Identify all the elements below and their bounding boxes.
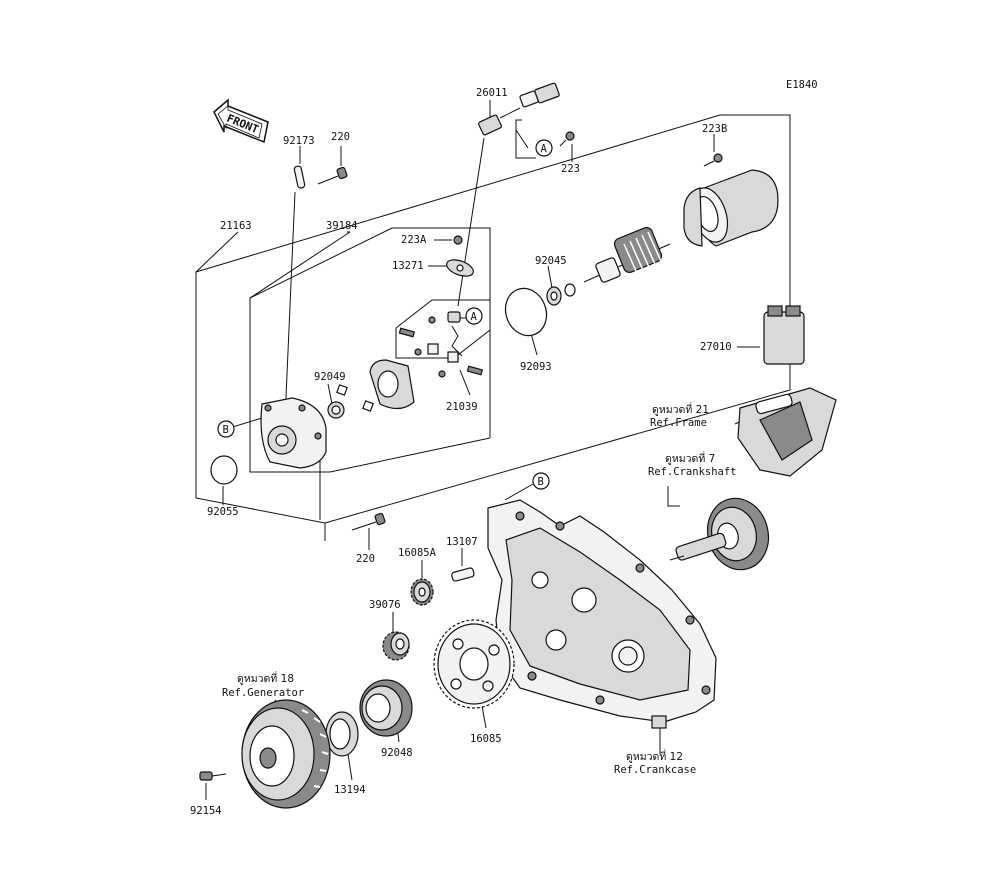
bolt-92154-part: [199, 771, 227, 781]
part-label-16085a: 16085A: [398, 547, 437, 559]
sensor-connector-part: [478, 82, 560, 136]
part-label-16085: 16085: [470, 733, 502, 745]
reference-generator-thai: ดูหมวดที่ 18: [237, 671, 294, 685]
part-labels: 26011 223 223B 92173 220 21163 39184 223…: [190, 87, 732, 817]
starter-motor-yoke-part: [683, 169, 779, 247]
bolt-220-upper-part: [317, 166, 348, 185]
reference-crankcase-label: Ref.Crankcase: [614, 764, 696, 776]
part-label-39076: 39076: [369, 599, 401, 611]
part-label-220-top: 220: [331, 131, 350, 143]
part-label-21163: 21163: [220, 220, 252, 232]
reference-crankcase-thai: ดูหมวดที่ 12: [626, 749, 683, 763]
reference-generator-label: Ref.Generator: [222, 687, 304, 699]
part-label-39184: 39184: [326, 220, 358, 232]
part-label-220-bottom: 220: [356, 553, 375, 565]
part-label-92055: 92055: [207, 506, 239, 518]
clutch-13194-part: [325, 711, 359, 757]
armature-part: [583, 227, 671, 283]
bolt-220-lower-part: [351, 512, 386, 531]
crankcase-part: [487, 499, 717, 729]
pin-92173-part: [293, 165, 306, 189]
part-label-223: 223: [561, 163, 580, 175]
svg-text:A: A: [471, 311, 478, 323]
seal-92049-part: [327, 384, 374, 419]
generator-rotor-part: [241, 699, 331, 809]
part-label-92093: 92093: [520, 361, 552, 373]
reference-crankshaft-label: Ref.Crankshaft: [648, 466, 737, 478]
o-ring-92055-part: [210, 455, 238, 485]
bolt-223b-part: [703, 153, 723, 167]
bearing-92048-part: [359, 679, 413, 737]
shaft-13107-part: [451, 567, 475, 582]
part-label-92045: 92045: [535, 255, 567, 267]
reference-generator: ดูหมวดที่ 18 Ref.Generator: [222, 671, 304, 699]
part-label-92154: 92154: [190, 805, 222, 817]
reference-crankshaft: ดูหมวดที่ 7 Ref.Crankshaft: [648, 451, 737, 478]
reference-frame: ดูหมวดที่ 21 Ref.Frame: [650, 402, 709, 429]
callout-a-harness: A: [535, 139, 553, 157]
callout-b-case: B: [532, 472, 550, 490]
o-ring-92093-part: [504, 287, 548, 337]
starter-relay-27010-part: [763, 305, 805, 365]
svg-text:A: A: [541, 143, 548, 155]
part-label-27010: 27010: [700, 341, 732, 353]
part-label-13271: 13271: [392, 260, 424, 272]
part-label-92173: 92173: [283, 135, 315, 147]
part-label-223b: 223B: [702, 123, 727, 135]
diagram-code: E1840: [786, 79, 818, 91]
brush-holder-21039-part: [369, 311, 484, 410]
frame-bracket-part: [737, 387, 837, 477]
part-label-92048: 92048: [381, 747, 413, 759]
part-label-92049: 92049: [314, 371, 346, 383]
part-label-26011: 26011: [476, 87, 508, 99]
screw-223a-part: [453, 235, 463, 245]
part-label-13107: 13107: [446, 536, 478, 548]
reference-crankshaft-thai: ดูหมวดที่ 7: [665, 451, 715, 465]
part-label-21039: 21039: [446, 401, 478, 413]
part-label-223a: 223A: [401, 234, 427, 246]
front-arrow-icon: FRONT: [213, 98, 269, 144]
gear-16085-part: [433, 619, 515, 709]
svg-text:B: B: [223, 424, 229, 436]
starter-front-cover-part: [260, 397, 327, 469]
reference-frame-thai: ดูหมวดที่ 21: [652, 402, 709, 416]
svg-text:B: B: [538, 476, 544, 488]
washer-92045-part: [546, 283, 576, 306]
callout-a-brush: A: [465, 307, 483, 325]
callout-b-cover: B: [217, 420, 235, 438]
reference-crankcase: ดูหมวดที่ 12 Ref.Crankcase: [614, 749, 696, 776]
reference-frame-label: Ref.Frame: [650, 417, 707, 429]
assembly-boundary-lines: [195, 114, 791, 541]
plate-13271-part: [446, 259, 474, 277]
bolt-223-part: [559, 131, 575, 147]
part-label-13194: 13194: [334, 784, 366, 796]
gear-39076-part: [382, 631, 410, 661]
gear-16085a-part: [410, 578, 434, 606]
crankshaft-part: [669, 497, 770, 571]
